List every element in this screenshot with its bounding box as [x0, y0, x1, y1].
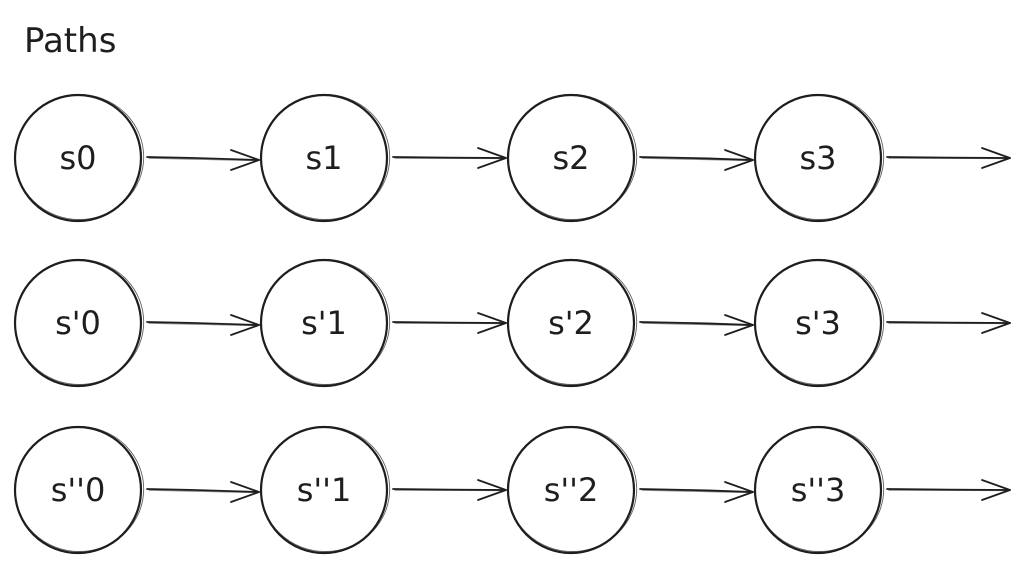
transition-arrow: [639, 481, 754, 503]
transition-arrow: [886, 312, 1011, 334]
transition-arrow: [146, 314, 260, 336]
state-circle-sketch: [754, 259, 885, 385]
transition-arrow: [146, 481, 260, 503]
transition-arrow: [392, 479, 507, 501]
arrowhead: [724, 314, 754, 336]
state-circle-sketch: [507, 426, 638, 552]
state-label: s3: [799, 139, 836, 177]
state-label: s0: [59, 139, 96, 177]
path-row: s0 s1 s2 s3: [13, 93, 1011, 223]
transition-arrow: [392, 312, 507, 334]
state-label: s1: [305, 139, 342, 177]
state-node: s''0: [13, 425, 145, 555]
state-label: s'2: [548, 304, 594, 342]
arrowhead: [477, 479, 507, 501]
transition-arrow: [886, 479, 1011, 501]
arrowhead: [981, 312, 1011, 334]
arrowhead: [981, 147, 1011, 169]
state-circle-sketch: [260, 259, 391, 385]
state-node: s3: [753, 93, 885, 223]
arrowhead: [477, 312, 507, 334]
arrowhead: [230, 149, 260, 171]
state-label: s2: [552, 139, 589, 177]
arrowhead: [724, 481, 754, 503]
arrowhead: [981, 479, 1011, 501]
transition-arrow: [146, 149, 260, 171]
transition-arrow: [392, 147, 507, 169]
transition-arrow: [639, 149, 754, 171]
state-node: s'0: [13, 258, 145, 388]
arrowhead: [724, 149, 754, 171]
state-node: s''2: [506, 425, 638, 555]
state-node: s'2: [506, 258, 638, 388]
transition-arrow: [639, 314, 754, 336]
transition-arrow: [886, 147, 1011, 169]
state-circle-sketch: [260, 94, 391, 220]
state-label: s'3: [795, 304, 841, 342]
arrowhead: [477, 147, 507, 169]
state-circle-sketch: [754, 426, 885, 552]
path-row: s'0 s'1 s'2 s'3: [13, 258, 1011, 388]
state-circle-sketch: [14, 94, 145, 220]
state-circle-sketch: [507, 94, 638, 220]
state-node: s2: [506, 93, 638, 223]
path-row: s''0 s''1 s''2 s''3: [13, 425, 1011, 555]
state-label: s''2: [544, 471, 599, 509]
state-label: s''0: [51, 471, 106, 509]
state-circle-sketch: [14, 259, 145, 385]
path-rows: s0 s1 s2 s3 s'0 s'1 s'2 s'3 s''0 s''1 s''2 s''3: [13, 93, 1011, 555]
state-node: s1: [259, 93, 391, 223]
state-node: s'3: [753, 258, 885, 388]
state-node: s''1: [259, 425, 391, 555]
state-node: s0: [13, 93, 145, 223]
state-label: s''1: [297, 471, 352, 509]
state-circle-sketch: [14, 426, 145, 552]
arrowhead: [230, 481, 260, 503]
state-circle-sketch: [507, 259, 638, 385]
state-circle-sketch: [260, 426, 391, 552]
state-label: s'0: [55, 304, 101, 342]
state-circle-sketch: [754, 94, 885, 220]
state-label: s'1: [301, 304, 347, 342]
diagram-title: Paths: [24, 21, 116, 61]
state-node: s'1: [259, 258, 391, 388]
state-label: s''3: [791, 471, 846, 509]
state-node: s''3: [753, 425, 885, 555]
arrowhead: [230, 314, 260, 336]
